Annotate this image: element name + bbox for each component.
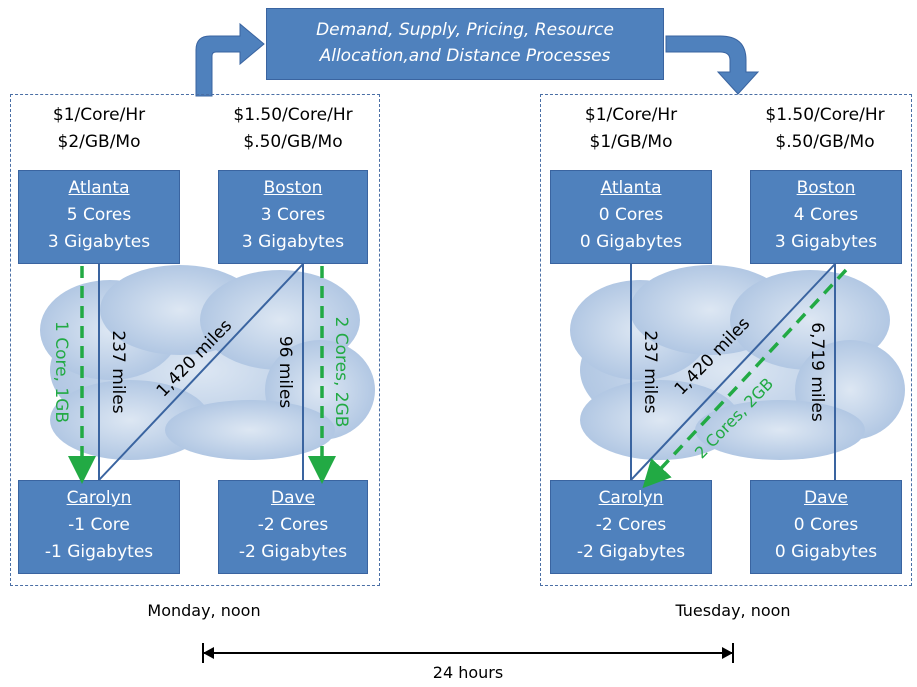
cloud-right bbox=[570, 265, 905, 460]
tuesday-caption: Tuesday, noon bbox=[675, 601, 791, 620]
monday-boston-price: $1.50/Core/Hr $.50/GB/Mo bbox=[208, 102, 378, 156]
node-name: Dave bbox=[270, 488, 316, 508]
node-storage: 3 Gigabytes bbox=[774, 232, 878, 252]
monday-frame bbox=[10, 94, 380, 586]
node-cores: 4 Cores bbox=[793, 205, 859, 225]
node-name: Boston bbox=[796, 178, 856, 198]
timeline-label: 24 hours bbox=[432, 663, 504, 682]
node-cores: -1 Core bbox=[68, 515, 130, 535]
monday-line-boston-carolyn bbox=[98, 263, 304, 481]
monday-label-alloc-atlanta: 1 Core, 1GB bbox=[51, 321, 71, 423]
tuesday-atlanta-price: $1/Core/Hr $1/GB/Mo bbox=[546, 102, 716, 156]
tuesday-label-boston-dave: 6,719 miles bbox=[807, 322, 827, 422]
monday-carolyn-node: Carolyn -1 Core -1 Gigabytes bbox=[18, 480, 180, 574]
tuesday-boston-price: $1.50/Core/Hr $.50/GB/Mo bbox=[740, 102, 910, 156]
tuesday-label-atlanta-carolyn: 237 miles bbox=[640, 330, 660, 413]
price-core: $1.50/Core/Hr bbox=[765, 105, 885, 125]
price-core: $1.50/Core/Hr bbox=[233, 105, 353, 125]
price-storage: $.50/GB/Mo bbox=[243, 132, 343, 152]
banner-line-1: Demand, Supply, Pricing, Resource bbox=[316, 20, 614, 40]
tuesday-boston-node: Boston 4 Cores 3 Gigabytes bbox=[750, 170, 902, 264]
process-banner: Demand, Supply, Pricing, Resource Alloca… bbox=[266, 8, 664, 80]
node-cores: 3 Cores bbox=[260, 205, 326, 225]
node-storage: -2 Gigabytes bbox=[576, 542, 686, 562]
node-cores: -2 Cores bbox=[257, 515, 329, 535]
price-core: $1/Core/Hr bbox=[52, 105, 146, 125]
arrow-out-of-banner bbox=[665, 35, 760, 95]
timeline-bar bbox=[202, 643, 734, 663]
price-core: $1/Core/Hr bbox=[584, 105, 678, 125]
monday-label-boston-dave: 96 miles bbox=[275, 336, 295, 409]
monday-label-atlanta-carolyn: 237 miles bbox=[108, 330, 128, 413]
price-storage: $2/GB/Mo bbox=[57, 132, 141, 152]
node-cores: 0 Cores bbox=[598, 205, 664, 225]
node-name: Carolyn bbox=[66, 488, 132, 508]
monday-dave-node: Dave -2 Cores -2 Gigabytes bbox=[218, 480, 368, 574]
node-cores: 5 Cores bbox=[66, 205, 132, 225]
node-storage: -1 Gigabytes bbox=[44, 542, 154, 562]
node-name: Dave bbox=[803, 488, 849, 508]
banner-line-2: Allocation,and Distance Processes bbox=[319, 46, 611, 66]
tuesday-label-alloc-boston: 2 Cores, 2GB bbox=[691, 374, 777, 462]
cloud-left bbox=[40, 265, 375, 460]
node-cores: 0 Cores bbox=[793, 515, 859, 535]
node-storage: -2 Gigabytes bbox=[238, 542, 348, 562]
tuesday-arrow-boston-carolyn bbox=[642, 268, 848, 489]
monday-atlanta-node: Atlanta 5 Cores 3 Gigabytes bbox=[18, 170, 180, 264]
tuesday-dave-node: Dave 0 Cores 0 Gigabytes bbox=[750, 480, 902, 574]
node-name: Atlanta bbox=[600, 178, 662, 198]
node-name: Boston bbox=[263, 178, 323, 198]
node-cores: -2 Cores bbox=[595, 515, 667, 535]
tuesday-atlanta-node: Atlanta 0 Cores 0 Gigabytes bbox=[550, 170, 712, 264]
tuesday-carolyn-node: Carolyn -2 Cores -2 Gigabytes bbox=[550, 480, 712, 574]
monday-boston-node: Boston 3 Cores 3 Gigabytes bbox=[218, 170, 368, 264]
tuesday-frame bbox=[540, 94, 912, 586]
node-storage: 3 Gigabytes bbox=[241, 232, 345, 252]
arrow-into-banner bbox=[195, 22, 265, 97]
price-storage: $1/GB/Mo bbox=[589, 132, 673, 152]
price-storage: $.50/GB/Mo bbox=[775, 132, 875, 152]
node-storage: 3 Gigabytes bbox=[47, 232, 151, 252]
monday-label-boston-carolyn: 1,420 miles bbox=[153, 316, 237, 401]
monday-atlanta-price: $1/Core/Hr $2/GB/Mo bbox=[14, 102, 184, 156]
monday-label-alloc-boston: 2 Cores, 2GB bbox=[331, 317, 351, 428]
tuesday-label-boston-carolyn: 1,420 miles bbox=[671, 314, 755, 399]
node-storage: 0 Gigabytes bbox=[774, 542, 878, 562]
node-name: Atlanta bbox=[68, 178, 130, 198]
node-name: Carolyn bbox=[598, 488, 664, 508]
tuesday-line-boston-carolyn bbox=[630, 263, 836, 481]
monday-caption: Monday, noon bbox=[147, 601, 261, 620]
node-storage: 0 Gigabytes bbox=[579, 232, 683, 252]
